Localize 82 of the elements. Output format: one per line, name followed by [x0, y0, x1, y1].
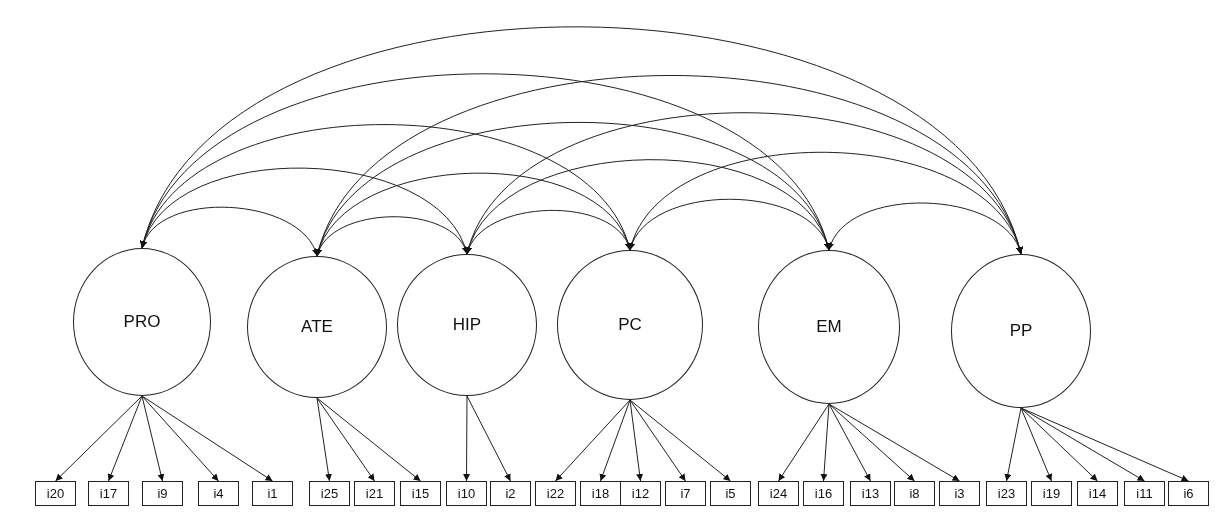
variable-label: HIP [452, 315, 482, 335]
variable-label: i23 [997, 486, 1016, 501]
arrow [1020, 407, 1053, 482]
variable-label: i11 [1136, 486, 1153, 501]
covariance-arc [316, 75, 1022, 257]
variable-label: i13 [861, 486, 880, 501]
variable-label: i10 [457, 486, 476, 501]
arrow [141, 395, 219, 482]
indicator-box [986, 481, 1027, 506]
variable-label: PP [1009, 321, 1033, 341]
variable-label: PRO [123, 312, 161, 332]
indicator-box [850, 481, 891, 506]
indicator-box [939, 481, 980, 506]
indicator-box [88, 481, 129, 506]
indicator-box [620, 481, 661, 506]
arrow [463, 395, 471, 482]
arrow [828, 403, 871, 482]
arrow [629, 399, 731, 482]
indicator-box [1124, 481, 1165, 506]
variable-label: i12 [631, 486, 650, 501]
arrow [316, 397, 421, 482]
variable-label: i4 [213, 486, 224, 501]
variable-label: i3 [954, 486, 965, 501]
arrow [828, 403, 915, 482]
variable-label: i25 [320, 486, 339, 501]
arrow [629, 399, 686, 482]
variable-label: i16 [814, 486, 833, 501]
indicator-box [665, 481, 706, 506]
arrow [629, 399, 644, 482]
arrow [141, 395, 165, 482]
variable-label: i15 [411, 486, 430, 501]
arrow [316, 397, 375, 482]
arrow [599, 399, 631, 482]
variable-label: i2 [505, 486, 516, 501]
variable-label: i20 [46, 486, 65, 501]
variable-label: PC [618, 315, 642, 335]
indicator-box [803, 481, 844, 506]
variable-label: i24 [769, 486, 788, 501]
variable-label: i8 [909, 486, 920, 501]
indicator-box [710, 481, 751, 506]
arrow [107, 395, 143, 482]
indicator-box [535, 481, 576, 506]
arrow [555, 399, 631, 482]
indicator-box [490, 481, 531, 506]
indicator-box [1077, 481, 1118, 506]
indicator-box [580, 481, 621, 506]
variable-label: i22 [546, 486, 565, 501]
arrow [55, 395, 143, 482]
indicator-box [1031, 481, 1072, 506]
arrow [828, 403, 960, 482]
indicator-box [400, 481, 441, 506]
arrow [820, 403, 830, 482]
indicator-box [252, 481, 293, 506]
arrow [1020, 407, 1098, 482]
arrow [1004, 407, 1022, 482]
variable-label: ATE [301, 317, 333, 337]
variable-label: i1 [267, 486, 278, 501]
variable-label: i9 [157, 486, 168, 501]
indicator-box [198, 481, 239, 506]
variable-label: i19 [1042, 486, 1061, 501]
variable-label: i7 [680, 486, 691, 501]
indicator-box [354, 481, 395, 506]
arrow [466, 395, 511, 482]
indicator-box [35, 481, 76, 506]
covariance-arc [828, 202, 1022, 255]
indicator-box [446, 481, 487, 506]
variable-label: i21 [365, 486, 384, 501]
arrow [1020, 407, 1189, 482]
variable-label: i18 [591, 486, 610, 501]
variable-label: i17 [99, 486, 118, 501]
variable-label: i14 [1088, 486, 1107, 501]
arrow [141, 395, 273, 482]
arrow [316, 397, 332, 482]
indicator-box [1168, 481, 1209, 506]
arrow [778, 403, 830, 482]
indicator-box [309, 481, 350, 506]
variable-label: i6 [1183, 486, 1194, 501]
indicator-box [758, 481, 799, 506]
variable-label: i5 [725, 486, 736, 501]
indicator-box [142, 481, 183, 506]
variable-label: EM [816, 317, 842, 337]
indicator-box [894, 481, 935, 506]
